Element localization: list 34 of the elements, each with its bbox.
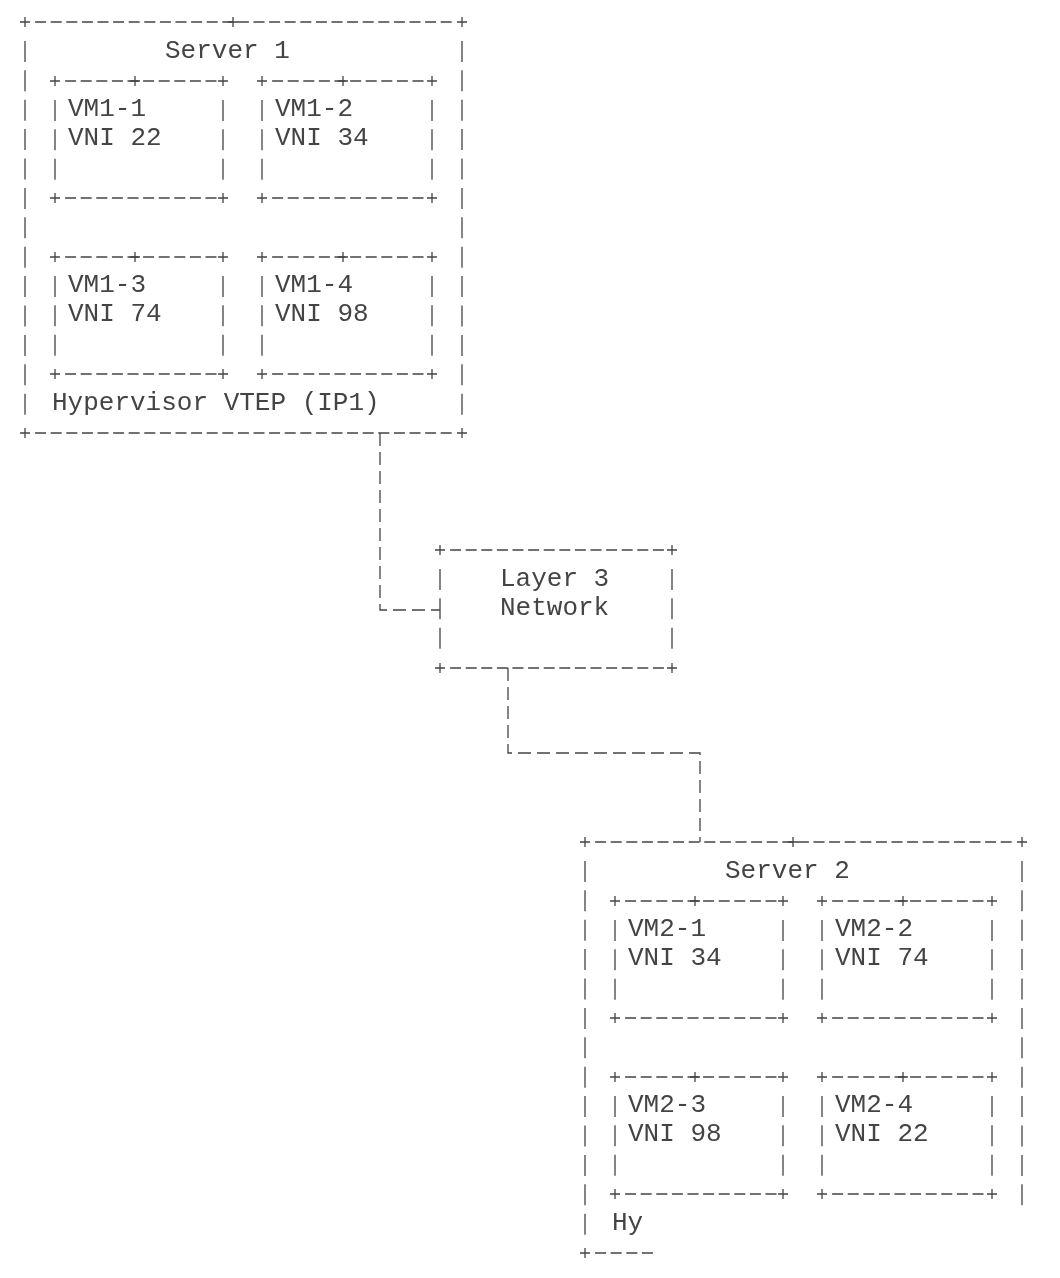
hypervisor-label: Hypervisor VTEP (IP1) (52, 389, 380, 419)
vm-name: VM2-3 (628, 1091, 706, 1121)
vni-label: VNI 98 (628, 1120, 722, 1150)
vm-name: VM2-2 (835, 915, 913, 945)
server-title: Server 1 (165, 37, 290, 67)
server-box (19, 16, 468, 439)
vni-label: VNI 74 (68, 300, 162, 330)
vm-box (609, 1071, 789, 1200)
vm-box (609, 895, 789, 1024)
connector-line (507, 667, 701, 843)
vni-label: VNI 34 (628, 944, 722, 974)
vm-box (256, 251, 438, 380)
vm-box (49, 251, 229, 380)
vni-label: VNI 22 (835, 1120, 929, 1150)
vm-name: VM1-4 (275, 271, 353, 301)
server-title: Server 2 (725, 857, 850, 887)
server-box (579, 836, 1028, 1259)
connector-line (379, 432, 441, 611)
vm-name: VM1-3 (68, 271, 146, 301)
hypervisor-label: Hy (612, 1209, 644, 1239)
vni-label: VNI 74 (835, 944, 929, 974)
vm-box (816, 895, 998, 1024)
vm-name: VM2-4 (835, 1091, 913, 1121)
vni-label: VNI 98 (275, 300, 369, 330)
vm-box (816, 1071, 998, 1200)
vni-label: VNI 34 (275, 124, 369, 154)
vm-name: VM1-1 (68, 95, 146, 125)
vni-label: VNI 22 (68, 124, 162, 154)
vm-name: VM2-1 (628, 915, 706, 945)
vm-box (49, 75, 229, 204)
vm-box (256, 75, 438, 204)
network-box (434, 544, 678, 674)
network-label: Layer 3 Network (500, 565, 611, 624)
vm-name: VM1-2 (275, 95, 353, 125)
